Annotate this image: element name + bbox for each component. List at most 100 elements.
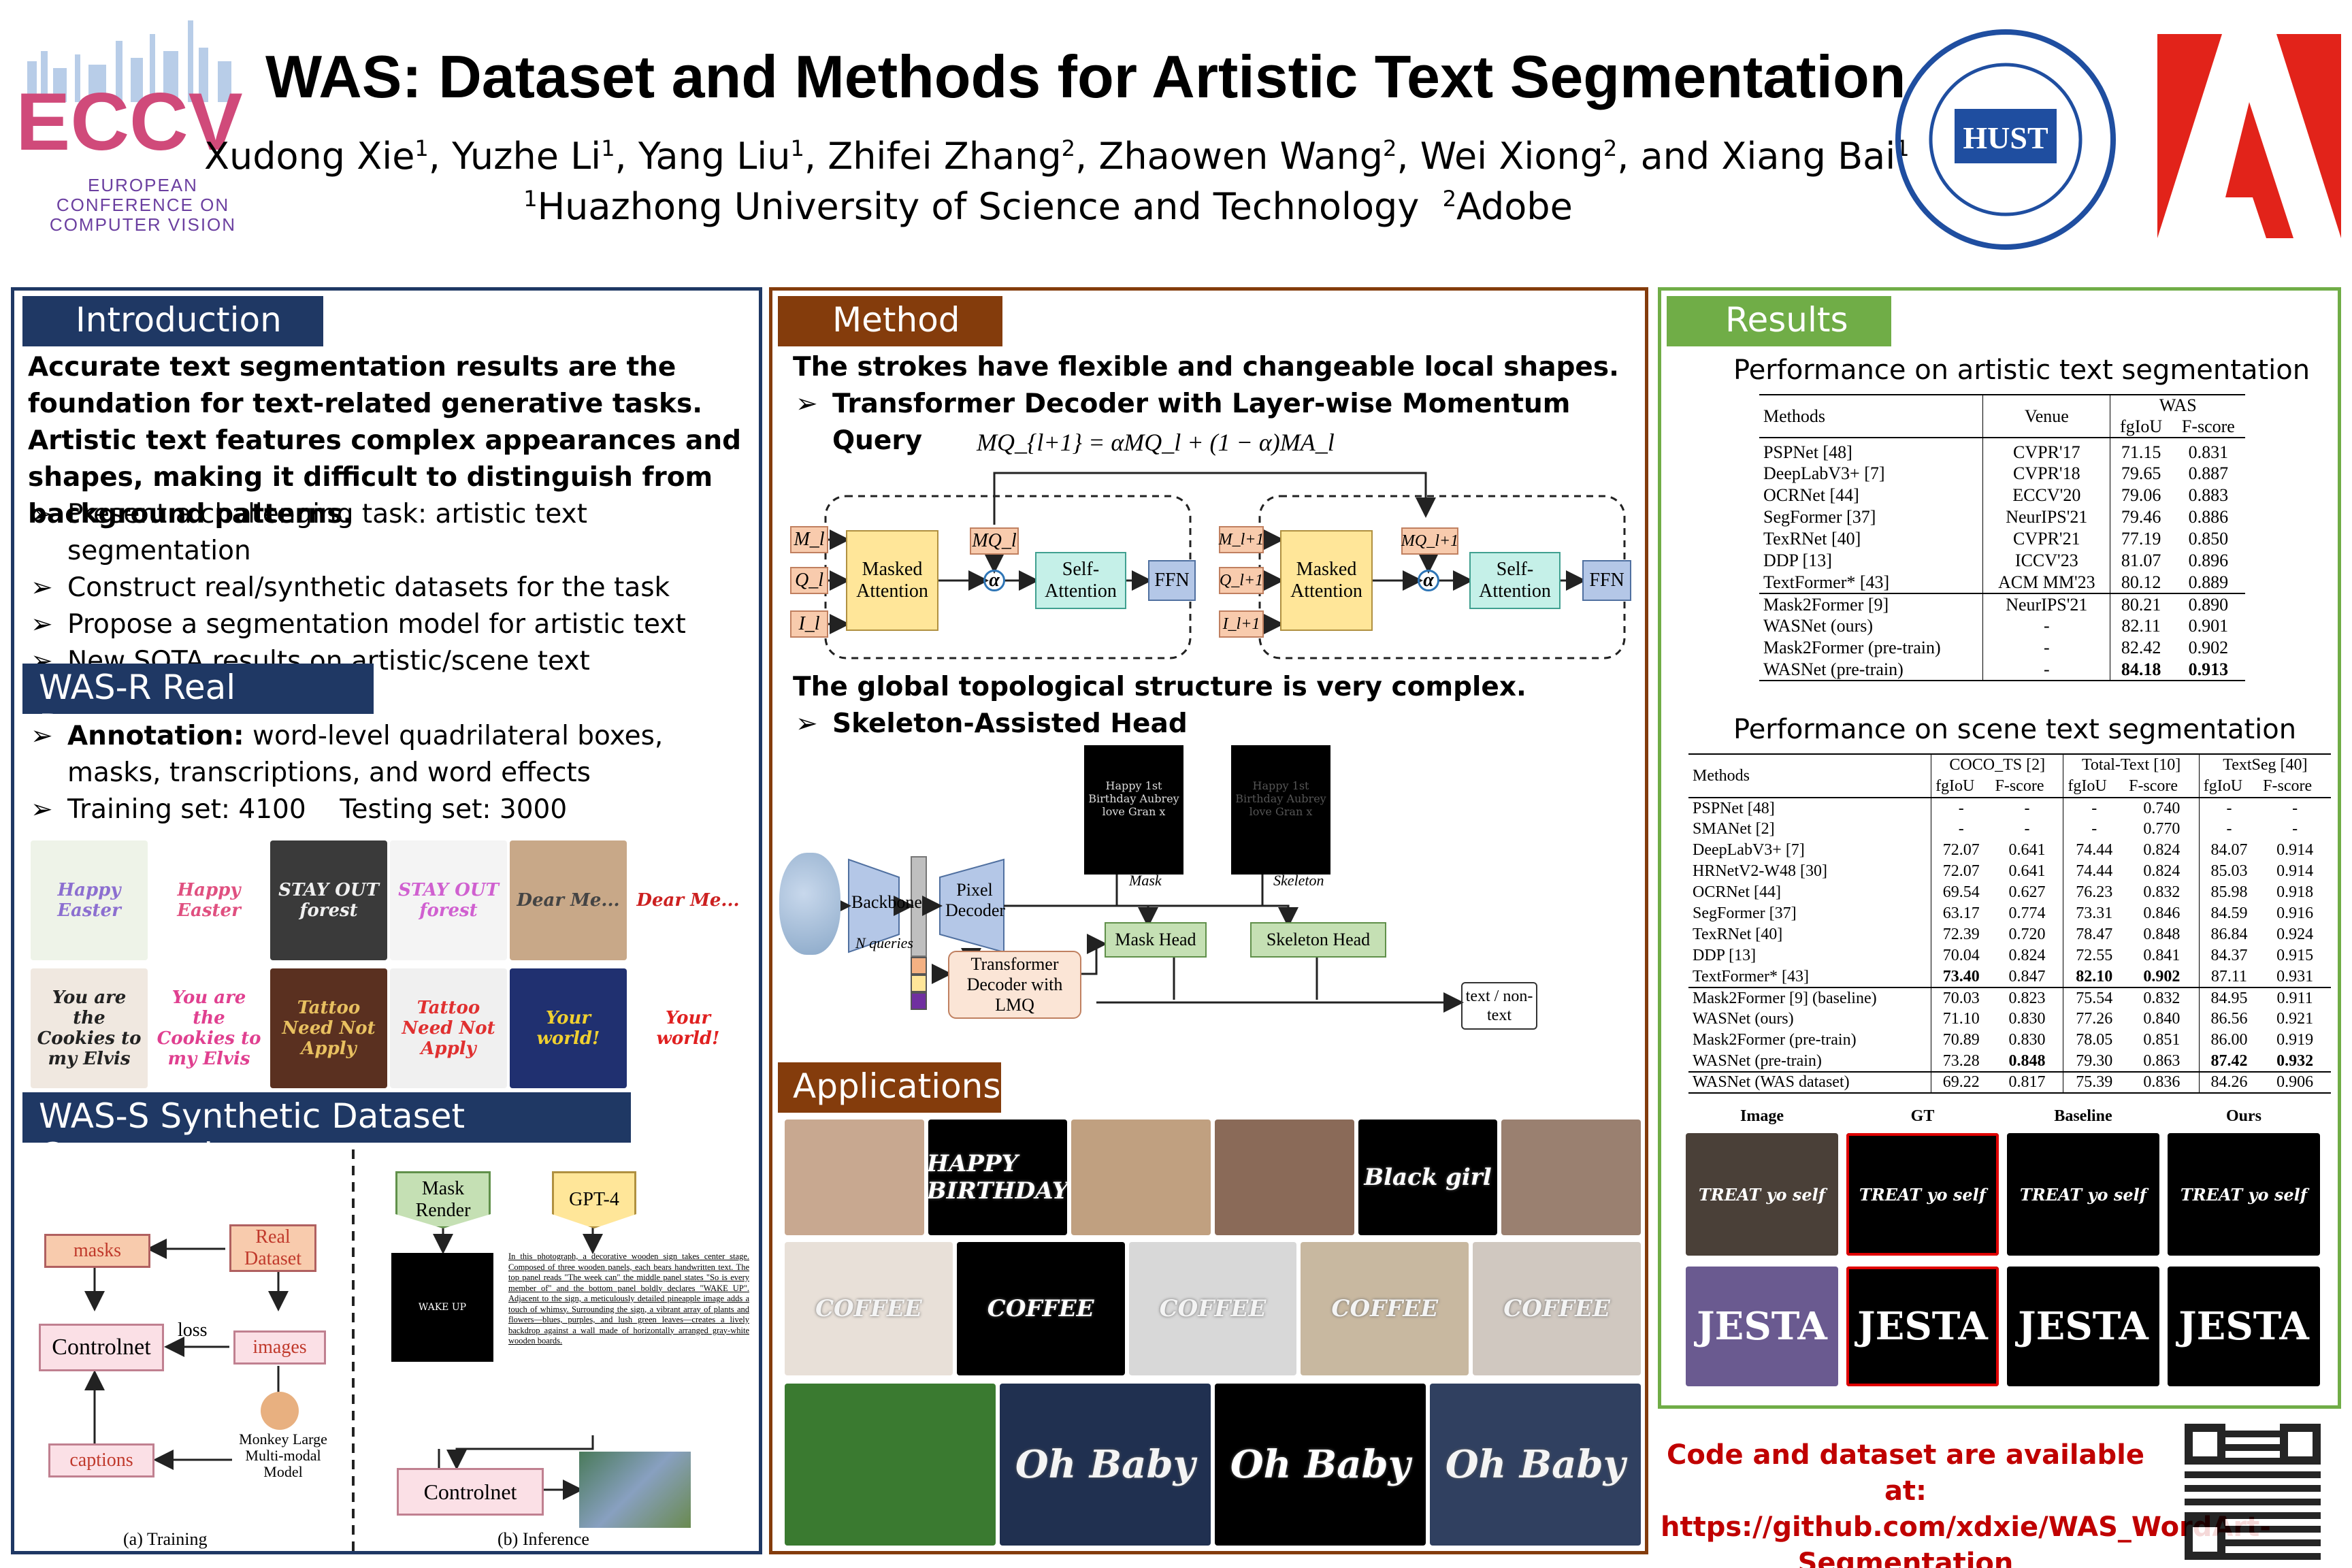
table-cell: 0.902 (2143, 967, 2180, 985)
applications-heading: Applications (778, 1062, 1001, 1113)
table-cell: 80.21 (2110, 593, 2172, 615)
ql1-input: Q_l+1 (1219, 567, 1264, 594)
scene-results-table: Methods COCO_TS [2] Total-Text [10] Text… (1688, 753, 2331, 1094)
application-image: Black girl (1358, 1120, 1498, 1235)
table-cell: 0.915 (2276, 947, 2314, 964)
table-cell: WASNet (pre-train) (1693, 1051, 1822, 1070)
table-cell: CVPR'21 (1982, 528, 2110, 550)
inference-output-image (579, 1452, 691, 1528)
masked-attention-2: Masked Attention (1280, 530, 1373, 631)
application-image (785, 1120, 924, 1235)
skeleton-head-box: Skeleton Head (1250, 922, 1386, 958)
table-cell: DDP [13] (1763, 551, 1832, 570)
table-cell: 0.836 (2143, 1073, 2180, 1091)
hust-logo: HUST (1893, 27, 2118, 252)
gpt4-caption: In this photograph, a decorative wooden … (508, 1252, 749, 1345)
comparison-column-label: Ours (2225, 1107, 2261, 1125)
application-image: HAPPY BIRTHDAY (928, 1120, 1068, 1235)
affiliations: 1Huazhong University of Science and Tech… (204, 185, 1892, 228)
t2-col-total: Total-Text [10] (2063, 754, 2200, 776)
table-cell: 85.98 (2198, 882, 2259, 903)
lmq-formula: MQ_{l+1} = αMQ_l + (1 − α)MA_l (977, 429, 1335, 456)
table-cell: - (2024, 820, 2030, 838)
table-cell: 0.823 (2008, 989, 2046, 1007)
table-row: PSPNet [48]---0.740-- (1688, 798, 2331, 819)
intro-bullet: Construct real/synthetic datasets for th… (28, 570, 763, 606)
table-cell: 0.883 (2188, 485, 2229, 505)
table-cell: WASNet (ours) (1693, 1010, 1794, 1028)
mask-label: Mask (1129, 872, 1162, 889)
comparison-column-label: Baseline (2054, 1107, 2112, 1125)
wasr-sample-image: STAY OUT forest (270, 840, 387, 960)
left-panel: Introduction Accurate text segmentation … (11, 287, 762, 1554)
table-cell: 0.886 (2188, 507, 2229, 527)
application-image: COFFEE (785, 1242, 953, 1375)
application-image: Oh Baby (1215, 1384, 1426, 1546)
wasr-sample-image: Your world! (630, 968, 747, 1088)
method-line1: The strokes have flexible and changeable… (793, 352, 1619, 382)
table-cell: - (1931, 819, 1991, 840)
table-cell: TexRNet [40] (1693, 926, 1783, 943)
table-cell: PSPNet [48] (1693, 799, 1775, 817)
table-cell: ICCV'23 (1982, 550, 2110, 572)
author-name: Yuzhe Li (452, 135, 602, 178)
table-cell: 86.56 (2198, 1009, 2259, 1030)
table-cell: OCRNet [44] (1693, 883, 1781, 901)
tdl-box: Transformer Decoder with LMQ (948, 951, 1081, 1019)
controlnet2-box: Controlnet (397, 1468, 544, 1516)
wasr-sample-image: STAY OUT forest (390, 840, 507, 960)
table-cell: NeurIPS'21 (1982, 506, 2110, 528)
comparison-image: TREAT yo self (1846, 1133, 1999, 1256)
table-cell: 0.911 (2276, 989, 2313, 1007)
artistic-results-table: Methods Venue WAS fgIoU F-score PSPNet [… (1759, 394, 2245, 681)
mask-render-image: WAKE UP (391, 1253, 493, 1362)
table-cell: DDP [13] (1693, 947, 1757, 964)
table-cell: 73.40 (1931, 966, 1991, 987)
application-image: Oh Baby (1430, 1384, 1641, 1546)
mask-render-box: Mask Render (395, 1171, 491, 1228)
table-cell: 84.26 (2198, 1072, 2259, 1093)
comparison-image: JESTA (1686, 1267, 1838, 1386)
wasr-sample-image: You are the Cookies to my Elvis (150, 968, 267, 1088)
table-cell: 77.26 (2063, 1009, 2125, 1030)
mql-box: MQ_l (970, 527, 1019, 555)
table-cell: 72.39 (1931, 924, 1991, 945)
table-cell: OCRNet [44] (1763, 485, 1859, 505)
table-cell: 0.824 (2008, 947, 2046, 964)
poster-title: WAS: Dataset and Methods for Artistic Te… (265, 43, 1906, 110)
table-cell: CVPR'18 (1982, 463, 2110, 485)
and-word: and (1640, 135, 1710, 178)
author-name: Xiang Bai (1721, 135, 1896, 178)
wass-diagram: masks Real Dataset Controlnet loss image… (14, 1149, 759, 1558)
table-cell: 0.641 (2008, 841, 2046, 859)
mask-output-image: Happy 1st Birthday Aubrey love Gran x (1084, 745, 1183, 875)
table-cell: CVPR'17 (1982, 438, 2110, 463)
table-cell: 0.832 (2143, 989, 2180, 1007)
skeleton-diagram: Backbone Pixel Decoder N queries Transfo… (779, 744, 1644, 1043)
table-cell: 79.06 (2110, 485, 2172, 506)
table-cell: 69.22 (1931, 1072, 1991, 1093)
table-cell: 0.850 (2188, 529, 2229, 549)
table-cell: - (1982, 615, 2110, 637)
table-cell: 0.840 (2143, 1010, 2180, 1028)
table-cell: - (1931, 798, 1991, 819)
wass-arrows (84, 1149, 603, 1551)
table-cell: 0.924 (2276, 926, 2314, 943)
t2-fscore: F-score (2129, 777, 2178, 795)
table-cell: 70.03 (1931, 987, 1991, 1009)
annotation-label: Annotation: (67, 721, 244, 751)
wasr-annotation: Annotation: word-level quadrilateral box… (28, 718, 756, 828)
t1-col-fgiou: fgIoU (2110, 416, 2172, 438)
masked-attention-1: Masked Attention (846, 530, 938, 631)
t1-title: Performance on artistic text segmentatio… (1733, 355, 2310, 386)
table-cell: 86.84 (2198, 924, 2259, 945)
